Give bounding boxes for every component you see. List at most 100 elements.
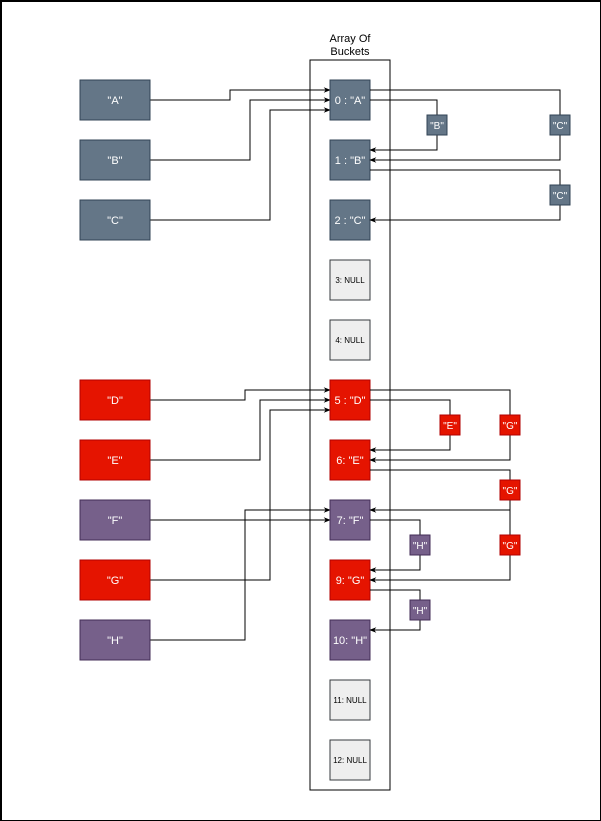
bucket-1[interactable]: 1 : "B" [329, 139, 371, 181]
bucket-label: 2 : "C" [334, 215, 365, 227]
probe-edge-6-to-7 [369, 469, 511, 513]
hash-edge-B-to-0 [150, 97, 331, 161]
edges-layer [150, 87, 331, 641]
bucket-2[interactable]: 2 : "C" [329, 199, 371, 241]
probe-marker[interactable]: "G" [499, 414, 521, 436]
hash-edge-A-to-0 [150, 87, 331, 101]
keys-layer: "A" "B" "C" "D" "E" "F" "G" "H" [79, 79, 151, 661]
probe-marker[interactable]: "B" [426, 114, 448, 136]
bucket-label: 9: "G" [336, 575, 365, 587]
bucket-label: 0 : "A" [335, 95, 366, 107]
probe-marker-box [549, 114, 571, 136]
key-node-H[interactable]: "H" [79, 619, 151, 661]
bucket-box [329, 439, 371, 481]
bucket-label: 6: "E" [336, 455, 363, 467]
key-node-E[interactable]: "E" [79, 439, 151, 481]
bucket-3[interactable]: 3: NULL [329, 259, 371, 301]
array-title-line-1: Array Of [330, 33, 372, 45]
key-node-A[interactable]: "A" [79, 79, 151, 121]
bucket-5[interactable]: 5 : "D" [329, 379, 371, 421]
probe-edge-1-to-2 [369, 169, 561, 223]
probe-marker-label: "C" [553, 121, 568, 132]
key-label: "C" [107, 215, 123, 227]
probe-marker[interactable]: "G" [499, 534, 521, 556]
key-node-C[interactable]: "C" [79, 199, 151, 241]
probe-marker-box [409, 534, 431, 556]
key-label: "F" [108, 515, 123, 527]
bucket-12[interactable]: 12: NULL [329, 739, 371, 781]
bucket-box [329, 679, 371, 721]
bucket-11[interactable]: 11: NULL [329, 679, 371, 721]
bucket-label: 11: NULL [333, 696, 367, 705]
bucket-label: 12: NULL [333, 756, 367, 765]
bucket-label: 4: NULL [335, 336, 365, 345]
probe-markers-layer: "B" "C" "C" "E" "G" "G" "H" "G" "H" [369, 89, 571, 633]
bucket-10[interactable]: 10: "H" [329, 619, 371, 661]
probe-marker[interactable]: "C" [549, 184, 571, 206]
probe-marker-box [499, 534, 521, 556]
array-title-line-2: Buckets [330, 46, 370, 58]
key-label: "B" [107, 155, 122, 167]
probe-marker-box [499, 479, 521, 501]
key-box [79, 499, 151, 541]
key-label: "G" [107, 575, 123, 587]
probe-marker[interactable]: "H" [409, 534, 431, 556]
probe-marker-label: "E" [443, 421, 457, 432]
bucket-box [329, 319, 371, 361]
probe-marker-label: "H" [413, 541, 428, 552]
bucket-array-container [309, 59, 391, 791]
hash-edge-H-to-7 [150, 517, 331, 641]
hash-edge-F-to-7 [150, 507, 331, 521]
bucket-box [329, 139, 371, 181]
probe-marker-label: "G" [503, 541, 518, 552]
bucket-6[interactable]: 6: "E" [329, 439, 371, 481]
key-label: "D" [107, 395, 123, 407]
key-node-G[interactable]: "G" [79, 559, 151, 601]
bucket-label: 1 : "B" [335, 155, 366, 167]
bucket-box [329, 499, 371, 541]
key-node-F[interactable]: "F" [79, 499, 151, 541]
probe-marker-label: "H" [413, 606, 428, 617]
key-box [79, 139, 151, 181]
probe-marker[interactable]: "E" [439, 414, 461, 436]
bucket-label: 7: "F" [337, 515, 364, 527]
probe-marker[interactable]: "H" [409, 599, 431, 621]
buckets-layer: 0 : "A" 1 : "B" 2 : "C" 3: NULL 4: NULL 5 : "… [329, 79, 371, 781]
probe-edge-5-to-6 [369, 399, 451, 453]
bucket-label: 5 : "D" [334, 395, 365, 407]
probe-marker-label: "B" [430, 121, 444, 132]
hash-edge-E-to-5 [150, 397, 331, 461]
probe-marker-box [499, 414, 521, 436]
key-box [79, 439, 151, 481]
hash-edge-D-to-5 [150, 387, 331, 401]
key-label: "A" [107, 95, 122, 107]
bucket-box [329, 79, 371, 121]
bucket-0[interactable]: 0 : "A" [329, 79, 371, 121]
bucket-box [329, 259, 371, 301]
bucket-4[interactable]: 4: NULL [329, 319, 371, 361]
probe-marker-box [409, 599, 431, 621]
key-box [79, 379, 151, 421]
bucket-9[interactable]: 9: "G" [329, 559, 371, 601]
probe-marker[interactable]: "G" [499, 479, 521, 501]
probe-marker-box [426, 114, 448, 136]
key-label: "E" [107, 455, 122, 467]
probe-marker[interactable]: "C" [549, 114, 571, 136]
key-node-D[interactable]: "D" [79, 379, 151, 421]
key-label: "H" [107, 635, 123, 647]
key-box [79, 199, 151, 241]
key-box [79, 79, 151, 121]
bucket-box [329, 379, 371, 421]
bucket-box [329, 739, 371, 781]
bucket-box [329, 619, 371, 661]
bucket-box [329, 559, 371, 601]
bucket-7[interactable]: 7: "F" [329, 499, 371, 541]
bucket-label: 10: "H" [333, 635, 367, 647]
key-box [79, 619, 151, 661]
probe-marker-box [549, 184, 571, 206]
hash-edge-C-to-0 [150, 107, 331, 221]
key-node-B[interactable]: "B" [79, 139, 151, 181]
hash-edge-G-to-5 [150, 407, 331, 581]
probe-marker-box [439, 414, 461, 436]
